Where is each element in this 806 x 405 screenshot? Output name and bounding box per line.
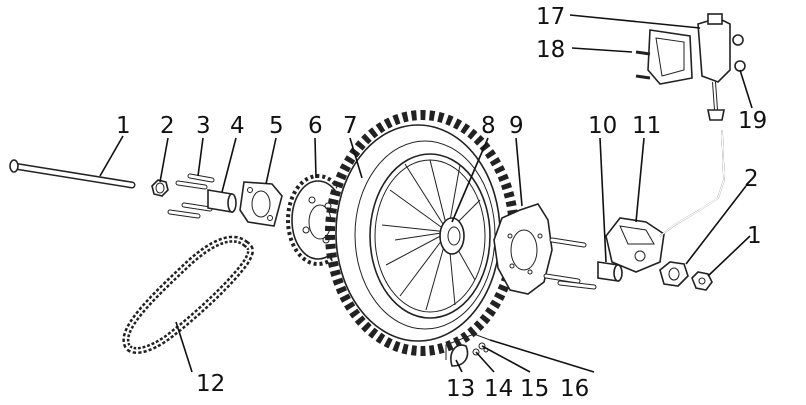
callout-10: 10 — [588, 113, 617, 139]
callout-18: 18 — [536, 37, 565, 63]
rear-master-cylinder — [635, 13, 746, 121]
spacer-left — [207, 189, 237, 213]
callout-17: 17 — [536, 4, 565, 30]
small-parts-box — [445, 333, 491, 367]
callout-9: 9 — [509, 113, 524, 139]
callout-16: 16 — [560, 376, 589, 402]
brake-caliper — [605, 129, 725, 273]
callout-4: 4 — [230, 113, 245, 139]
brake-disc — [493, 203, 553, 295]
callout-6: 6 — [308, 113, 323, 139]
callout-19: 19 — [738, 108, 767, 134]
callout-8: 8 — [481, 113, 496, 139]
sprocket-bolts — [167, 173, 215, 219]
callout-15: 15 — [520, 376, 549, 402]
callout-5: 5 — [269, 113, 284, 139]
callout-12: 12 — [196, 371, 225, 397]
axle-end-nut — [691, 271, 713, 291]
callout-1-right: 1 — [747, 223, 762, 249]
rear-rim — [369, 153, 491, 319]
axle-nut-right — [659, 261, 689, 287]
drive-chain — [122, 235, 254, 354]
disc-bolts — [543, 237, 597, 290]
callout-7: 7 — [343, 113, 358, 139]
callout-14: 14 — [484, 376, 513, 402]
callout-13: 13 — [446, 376, 475, 402]
axle — [9, 159, 136, 189]
callout-labels: 1 2 3 4 5 6 7 8 9 10 11 12 17 18 19 2 1 … — [116, 4, 767, 402]
callout-3: 3 — [196, 113, 211, 139]
callout-2: 2 — [160, 113, 175, 139]
leader-lines — [99, 14, 753, 373]
callout-11: 11 — [632, 113, 661, 139]
sprocket-plate — [239, 181, 283, 227]
axle-nut-left — [151, 179, 169, 197]
callout-1: 1 — [116, 113, 131, 139]
callout-2-right: 2 — [744, 166, 759, 192]
spacer-right — [597, 261, 623, 282]
